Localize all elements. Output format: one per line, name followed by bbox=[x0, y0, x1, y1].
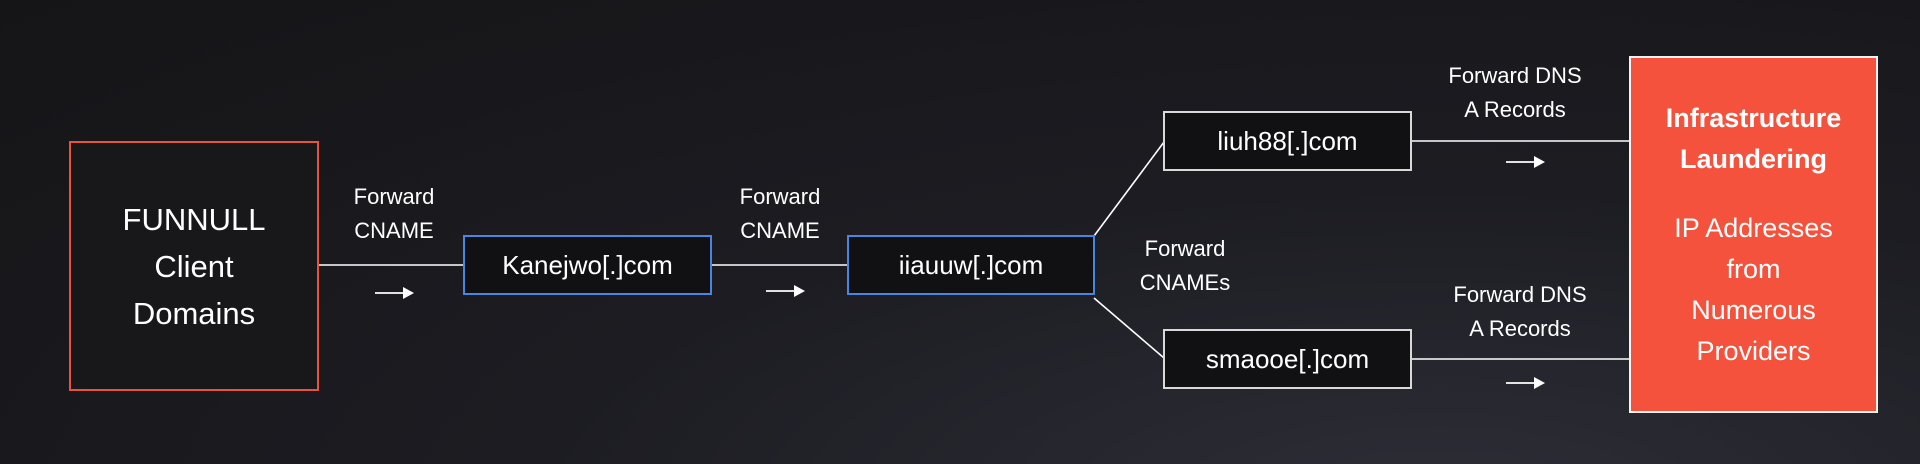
edge-label-funnull-kanejwo: Forward CNAME bbox=[353, 184, 435, 243]
arrow-right-icon bbox=[766, 285, 805, 297]
liuh88-node: liuh88[.]com bbox=[1163, 111, 1412, 171]
edge-label-liuh88-infra: Forward DNS A Records bbox=[1448, 63, 1582, 122]
arrow-right-icon bbox=[1506, 377, 1545, 389]
ip-addresses-description: IP Addresses from Numerous Providers bbox=[1674, 212, 1833, 366]
smaooe-label: smaooe[.]com bbox=[1205, 343, 1370, 374]
edge-iiauuw-liuh88-line bbox=[1093, 141, 1165, 237]
arrow-right-icon bbox=[375, 287, 414, 299]
funnull-client-domains-label: FUNNULL Client Domains bbox=[122, 201, 266, 331]
kanejwo-label: Kanejwo[.]com bbox=[502, 249, 673, 280]
funnull-client-domains-node: FUNNULL Client Domains bbox=[69, 141, 319, 391]
iiauuw-node: iiauuw[.]com bbox=[847, 235, 1095, 295]
kanejwo-node: Kanejwo[.]com bbox=[463, 235, 712, 295]
infrastructure-laundering-title: Infrastructure Laundering bbox=[1665, 102, 1842, 174]
arrow-right-icon bbox=[1506, 156, 1545, 168]
iiauuw-label: iiauuw[.]com bbox=[898, 249, 1044, 280]
liuh88-label: liuh88[.]com bbox=[1217, 125, 1358, 156]
edge-label-kanejwo-iiauuw: Forward CNAME bbox=[739, 184, 821, 243]
edge-label-smaooe-infra: Forward DNS A Records bbox=[1453, 282, 1587, 341]
edge-iiauuw-smaooe-line bbox=[1093, 297, 1165, 359]
edge-label-iiauuw-branches: Forward CNAMEs bbox=[1139, 236, 1231, 295]
infrastructure-laundering-node: Infrastructure Laundering IP Addresses f… bbox=[1629, 56, 1878, 413]
smaooe-node: smaooe[.]com bbox=[1163, 329, 1412, 389]
